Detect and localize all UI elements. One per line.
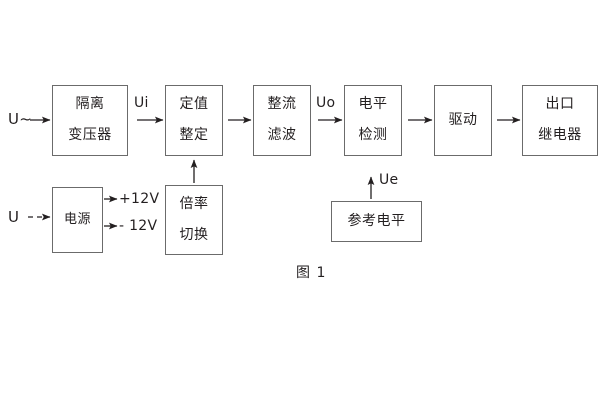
block-output-relay-line-2: 继电器: [538, 127, 582, 143]
block-value-setting-line-2: 整定: [179, 127, 209, 143]
label-ue: Ue: [379, 172, 399, 188]
label-rail-positive: +12V: [119, 191, 160, 207]
block-rectifier-filter-line-2: 滤波: [267, 127, 297, 143]
block-isolation-transformer: 隔离 变压器: [52, 85, 128, 156]
block-isolation-transformer-line-1: 隔离: [75, 96, 105, 113]
block-output-relay: 出口 继电器: [522, 85, 598, 156]
block-power-supply: 电源: [52, 187, 103, 253]
block-multiplier-switch: 倍率 切换: [165, 185, 223, 255]
block-output-relay-line-1: 出口: [545, 96, 575, 113]
block-drive-line-1: 驱动: [448, 111, 478, 128]
block-multiplier-switch-line-2: 切换: [179, 226, 209, 243]
block-value-setting: 定值 整定: [165, 85, 223, 156]
block-isolation-transformer-line-2: 变压器: [68, 127, 112, 143]
block-reference-level: 参考电平: [331, 201, 422, 242]
block-power-supply-line-1: 电源: [63, 211, 91, 227]
label-ui: Ui: [134, 95, 149, 111]
label-rail-negative: - 12V: [119, 218, 158, 234]
block-reference-level-line-1: 参考电平: [347, 212, 406, 229]
block-level-detection: 电平 检测: [344, 85, 402, 156]
block-multiplier-switch-line-1: 倍率: [179, 195, 209, 212]
label-ac-input: U~: [8, 110, 33, 128]
block-rectifier-filter: 整流 滤波: [253, 85, 311, 156]
label-uo: Uo: [316, 95, 336, 111]
label-dc-input: U: [8, 208, 20, 226]
block-value-setting-line-1: 定值: [179, 96, 209, 113]
block-level-detection-line-1: 电平: [358, 96, 388, 113]
block-level-detection-line-2: 检测: [358, 127, 388, 143]
figure-caption: 图 1: [296, 265, 327, 281]
block-drive: 驱动: [434, 85, 492, 156]
block-rectifier-filter-line-1: 整流: [267, 96, 297, 113]
